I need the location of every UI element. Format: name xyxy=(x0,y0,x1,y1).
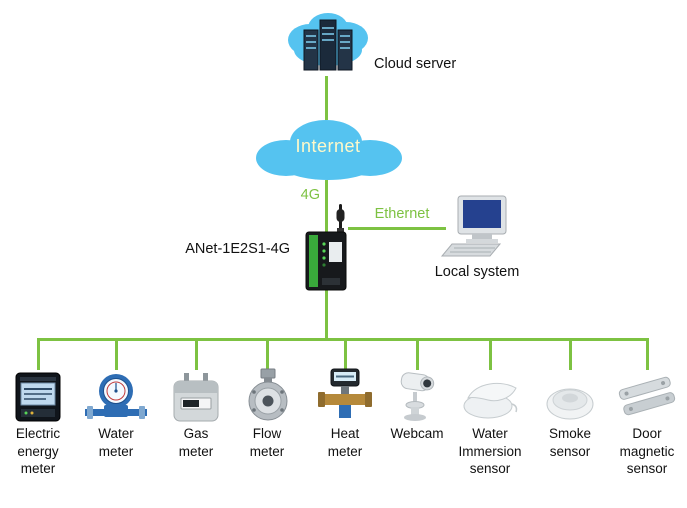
device-label: Webcam xyxy=(390,426,444,441)
flow-meter-icon xyxy=(248,368,288,421)
local-system-icon xyxy=(440,195,507,257)
ethernet-label: Ethernet xyxy=(374,206,430,222)
device-door-magnetic-sensor: Door magnetic sensor xyxy=(609,338,685,478)
gas-meter-icon xyxy=(173,373,219,422)
device-gas-meter: Gas meter xyxy=(158,338,234,460)
device-label: Water Immersion sensor xyxy=(458,426,522,477)
cloud-server-label: Cloud server xyxy=(374,56,457,72)
device-label: Gas meter xyxy=(178,426,214,459)
local-system-label: Local system xyxy=(434,264,520,280)
device-label: Water meter xyxy=(98,426,134,459)
device-electric-energy-meter: Electric energy meter xyxy=(0,338,76,478)
device-water-immersion-sensor: Water Immersion sensor xyxy=(452,338,528,478)
connector-cloudserver-internet xyxy=(325,76,328,120)
heat-meter-icon xyxy=(318,368,372,418)
cloud-server-icon xyxy=(288,13,368,71)
device-water-meter: Water meter xyxy=(78,338,154,460)
webcam-icon xyxy=(400,372,435,421)
device-label: Door magnetic sensor xyxy=(619,426,675,477)
device-label: Flow meter xyxy=(249,426,285,459)
internet-cloud: Internet xyxy=(248,116,408,184)
drop-line xyxy=(194,338,198,370)
drop-line xyxy=(645,338,649,370)
gateway-model-label: ANet-1E2S1-4G xyxy=(185,241,290,257)
connector-internet-gateway xyxy=(325,180,328,234)
device-flow-meter: Flow meter xyxy=(229,338,305,460)
water-immersion-sensor-icon xyxy=(463,382,518,419)
device-label: Heat meter xyxy=(327,426,363,459)
device-label: Electric energy meter xyxy=(15,426,61,477)
connector-gateway-bus xyxy=(325,290,328,340)
internet-label: Internet xyxy=(295,136,361,156)
internet-cloud-icon xyxy=(256,120,402,180)
device-label: Smoke sensor xyxy=(548,426,592,459)
device-webcam: Webcam xyxy=(379,338,455,443)
smoke-sensor-icon xyxy=(546,388,594,420)
door-magnetic-sensor-icon xyxy=(618,376,676,416)
device-bus-line xyxy=(37,338,649,341)
gateway-4g-icon xyxy=(305,204,347,291)
drop-line xyxy=(415,338,419,370)
drop-line xyxy=(343,338,347,370)
device-heat-meter: Heat meter xyxy=(307,338,383,460)
electric-energy-meter-icon xyxy=(15,372,61,422)
drop-line xyxy=(488,338,492,370)
water-meter-icon xyxy=(85,374,147,419)
connector-gateway-localsystem xyxy=(348,227,446,230)
drop-line xyxy=(114,338,118,370)
drop-line xyxy=(568,338,572,370)
drop-line xyxy=(36,338,40,370)
drop-line xyxy=(265,338,269,370)
device-smoke-sensor: Smoke sensor xyxy=(532,338,608,460)
link-4g-label: 4G xyxy=(300,187,320,203)
